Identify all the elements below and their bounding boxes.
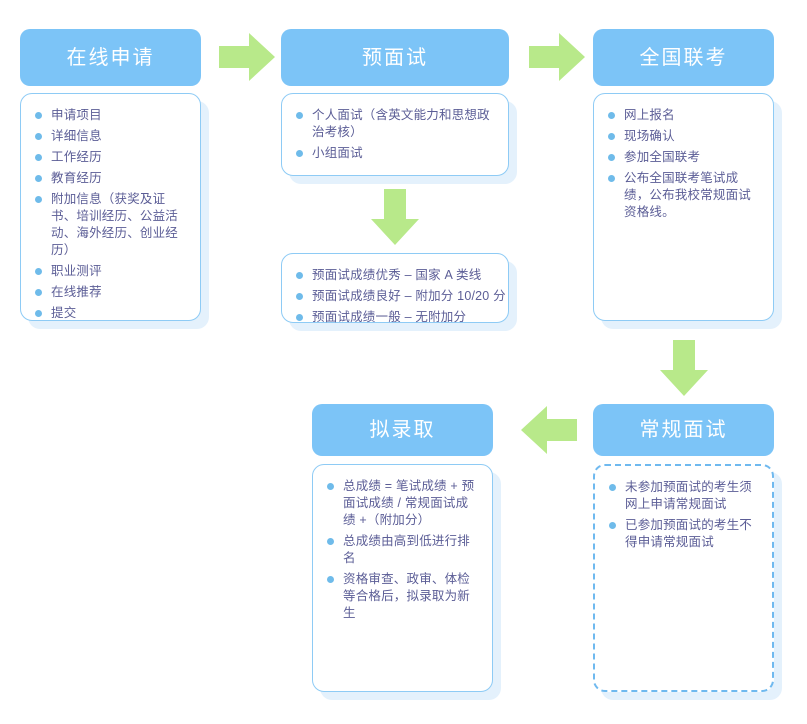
list-item: 提交 (33, 305, 188, 322)
item-list-proposed-admission: 总成绩 = 笔试成绩 + 预面试成绩 / 常规面试成绩 +（附加分） 总成绩由高… (313, 465, 492, 632)
bullet-icon (608, 175, 615, 182)
stage-body-regular-interview: 未参加预面试的考生须网上申请常规面试 已参加预面试的考生不得申请常规面试 (593, 464, 774, 692)
list-item: 详细信息 (33, 128, 188, 145)
bullet-icon (35, 175, 42, 182)
stage-header-proposed-admission[interactable]: 拟录取 (312, 404, 493, 456)
bullet-icon (35, 154, 42, 161)
stage-header-online-application[interactable]: 在线申请 (20, 29, 201, 86)
list-item-label: 在线推荐 (51, 285, 102, 299)
bullet-icon (35, 196, 42, 203)
list-item: 已参加预面试的考生不得申请常规面试 (607, 517, 760, 551)
list-item: 申请项目 (33, 107, 188, 124)
list-item-label: 已参加预面试的考生不得申请常规面试 (625, 518, 753, 549)
list-item-label: 未参加预面试的考生须网上申请常规面试 (625, 480, 753, 511)
list-item: 总成绩由高到低进行排名 (325, 533, 480, 567)
arrow-regular-to-admission (521, 406, 577, 454)
list-item: 附加信息（获奖及证书、培训经历、公益活动、海外经历、创业经历） (33, 191, 188, 259)
bullet-icon (608, 133, 615, 140)
list-item: 教育经历 (33, 170, 188, 187)
list-item: 预面试成绩一般 – 无附加分 (294, 309, 496, 326)
list-item-label: 工作经历 (51, 150, 102, 164)
bullet-icon (608, 154, 615, 161)
list-item-label: 公布全国联考笔试成绩，公布我校常规面试资格线。 (624, 171, 752, 219)
list-item-label: 职业测评 (51, 264, 102, 278)
stage-body-national-exam: 网上报名 现场确认 参加全国联考 公布全国联考笔试成绩，公布我校常规面试资格线。 (593, 93, 774, 321)
list-item: 个人面试（含英文能力和思想政治考核） (294, 107, 496, 141)
list-item-label: 教育经历 (51, 171, 102, 185)
item-list-national-exam: 网上报名 现场确认 参加全国联考 公布全国联考笔试成绩，公布我校常规面试资格线。 (594, 94, 773, 231)
list-item: 职业测评 (33, 263, 188, 280)
stage-header-regular-interview[interactable]: 常规面试 (593, 404, 774, 456)
list-item: 未参加预面试的考生须网上申请常规面试 (607, 479, 760, 513)
bullet-icon (35, 112, 42, 119)
item-list-pre-interview-results: 预面试成绩优秀 – 国家 A 类线 预面试成绩良好 – 附加分 10/20 分 … (282, 254, 508, 336)
list-item-label: 预面试成绩良好 – 附加分 10/20 分 (312, 289, 506, 303)
list-item-label: 申请项目 (51, 108, 102, 122)
bullet-icon (608, 112, 615, 119)
list-item-label: 总成绩 = 笔试成绩 + 预面试成绩 / 常规面试成绩 +（附加分） (343, 479, 475, 527)
bullet-icon (609, 522, 616, 529)
stage-body-pre-interview: 个人面试（含英文能力和思想政治考核） 小组面试 (281, 93, 509, 176)
item-list-online-application: 申请项目 详细信息 工作经历 教育经历 附加信息（获奖及证书、培训经历、公益活动… (21, 94, 200, 332)
stage-header-pre-interview[interactable]: 预面试 (281, 29, 509, 86)
list-item-label: 详细信息 (51, 129, 102, 143)
arrow-preinterview-to-nationalexam (529, 33, 585, 81)
list-item-label: 参加全国联考 (624, 150, 701, 164)
list-item: 工作经历 (33, 149, 188, 166)
stage-body-pre-interview-results: 预面试成绩优秀 – 国家 A 类线 预面试成绩良好 – 附加分 10/20 分 … (281, 253, 509, 324)
stage-body-online-application: 申请项目 详细信息 工作经历 教育经历 附加信息（获奖及证书、培训经历、公益活动… (20, 93, 201, 321)
bullet-icon (35, 268, 42, 275)
bullet-icon (296, 272, 303, 279)
list-item-label: 网上报名 (624, 108, 675, 122)
list-item: 小组面试 (294, 145, 496, 162)
bullet-icon (296, 112, 303, 119)
list-item-label: 个人面试（含英文能力和思想政治考核） (312, 108, 490, 139)
list-item-label: 提交 (51, 306, 77, 320)
list-item: 总成绩 = 笔试成绩 + 预面试成绩 / 常规面试成绩 +（附加分） (325, 478, 480, 529)
list-item: 公布全国联考笔试成绩，公布我校常规面试资格线。 (606, 170, 761, 221)
list-item: 在线推荐 (33, 284, 188, 301)
bullet-icon (609, 484, 616, 491)
list-item-label: 现场确认 (624, 129, 675, 143)
list-item: 资格审查、政审、体检等合格后，拟录取为新生 (325, 571, 480, 622)
arrow-application-to-preinterview (219, 33, 275, 81)
bullet-icon (327, 576, 334, 583)
arrow-nationalexam-to-regular (660, 340, 708, 396)
list-item: 预面试成绩良好 – 附加分 10/20 分 (294, 288, 506, 305)
stage-body-proposed-admission: 总成绩 = 笔试成绩 + 预面试成绩 / 常规面试成绩 +（附加分） 总成绩由高… (312, 464, 493, 692)
item-list-pre-interview: 个人面试（含英文能力和思想政治考核） 小组面试 (282, 94, 508, 172)
bullet-icon (327, 538, 334, 545)
bullet-icon (35, 289, 42, 296)
bullet-icon (296, 150, 303, 157)
bullet-icon (35, 310, 42, 317)
list-item-label: 附加信息（获奖及证书、培训经历、公益活动、海外经历、创业经历） (51, 192, 179, 257)
list-item: 网上报名 (606, 107, 761, 124)
arrow-preinterview-to-results (371, 189, 419, 245)
list-item-label: 小组面试 (312, 146, 363, 160)
bullet-icon (296, 314, 303, 321)
list-item-label: 预面试成绩一般 – 无附加分 (312, 310, 467, 324)
list-item: 预面试成绩优秀 – 国家 A 类线 (294, 267, 496, 284)
stage-header-national-exam[interactable]: 全国联考 (593, 29, 774, 86)
item-list-regular-interview: 未参加预面试的考生须网上申请常规面试 已参加预面试的考生不得申请常规面试 (595, 466, 772, 561)
list-item: 现场确认 (606, 128, 761, 145)
list-item-label: 预面试成绩优秀 – 国家 A 类线 (312, 268, 482, 282)
list-item: 参加全国联考 (606, 149, 761, 166)
list-item-label: 资格审查、政审、体检等合格后，拟录取为新生 (343, 572, 471, 620)
bullet-icon (296, 293, 303, 300)
list-item-label: 总成绩由高到低进行排名 (343, 534, 471, 565)
bullet-icon (327, 483, 334, 490)
bullet-icon (35, 133, 42, 140)
